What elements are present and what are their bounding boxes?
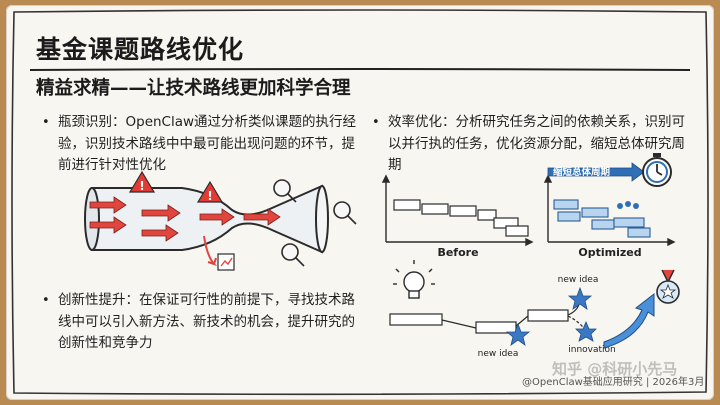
magnifier-icon xyxy=(273,179,297,203)
optimized-label: Optimized xyxy=(578,246,641,259)
star-icon xyxy=(575,320,597,342)
innovation-label: innovation xyxy=(568,345,616,355)
bullet-innovation: • 创新性提升：在保证可行性的前提下，寻找技术路线中可以引入新方法、新技术的机会… xyxy=(42,290,358,355)
footer-watermark: @OpenClaw基础应用研究 | 2026年3月 xyxy=(522,377,705,388)
before-task-bars xyxy=(393,199,529,237)
svg-text:!: ! xyxy=(139,179,144,193)
growth-arrow xyxy=(603,292,655,349)
page-subtitle: 精益求精——让技术路线更加科学合理 xyxy=(36,78,351,99)
path-boxes xyxy=(389,309,569,334)
flow-arrows xyxy=(89,196,281,242)
new-idea-bottom-label: new idea xyxy=(478,349,519,359)
bullet-bottleneck-text: 瓶颈识别：OpenClaw通过分析类似课题的执行经验，识别技术路线中中最可能出现… xyxy=(58,114,357,173)
star-icon xyxy=(505,322,531,346)
magnifier-icon xyxy=(333,201,357,225)
bullet-dot: • xyxy=(372,115,380,130)
innovation-path-illustration: new idea new idea innovation xyxy=(389,260,680,359)
bullet-efficiency-text: 效率优化：分析研究任务之间的依赖关系，识别可以并行执的任务，优化资源分配，缩短总… xyxy=(388,114,685,173)
before-chart xyxy=(381,174,534,247)
optimized-task-bars xyxy=(553,199,651,238)
stopwatch-icon xyxy=(642,153,672,187)
before-label: Before xyxy=(437,246,478,259)
new-idea-top-label: new idea xyxy=(558,275,599,285)
zhihu-watermark: 知乎 @科研小先马 xyxy=(552,360,678,378)
bullet-dot: • xyxy=(42,293,50,308)
banner-arrow xyxy=(547,162,645,182)
banner-label: 缩短总体周期 xyxy=(553,167,611,178)
warning-icon: ! xyxy=(128,170,156,193)
efficiency-gantt-illustration: Before Optimized xyxy=(381,162,676,259)
page-title: 基金课题路线优化 xyxy=(36,35,245,64)
bullet-innovation-text: 创新性提升：在保证可行性的前提下，寻找技术路线中可以引入新方法、新技术的机会，提… xyxy=(58,292,355,351)
title-underline xyxy=(30,68,690,71)
team-people-icon xyxy=(617,201,639,209)
star-icon xyxy=(567,286,593,310)
bullet-dot: • xyxy=(42,115,50,130)
bottleneck-pipe-illustration: ! ! xyxy=(84,170,357,271)
warning-icon: ! xyxy=(196,180,224,203)
optimized-chart xyxy=(543,174,676,247)
bullet-bottleneck: • 瓶颈识别：OpenClaw通过分析类似课题的执行经验，识别技术路线中中最可能… xyxy=(42,112,358,177)
lightbulb-icon xyxy=(393,260,435,299)
bullet-efficiency: • 效率优化：分析研究任务之间的依赖关系，识别可以并行执的任务，优化资源分配，缩… xyxy=(372,112,688,177)
magnifier-icon xyxy=(281,243,305,267)
medal-icon xyxy=(656,269,680,304)
svg-text:!: ! xyxy=(207,189,212,203)
